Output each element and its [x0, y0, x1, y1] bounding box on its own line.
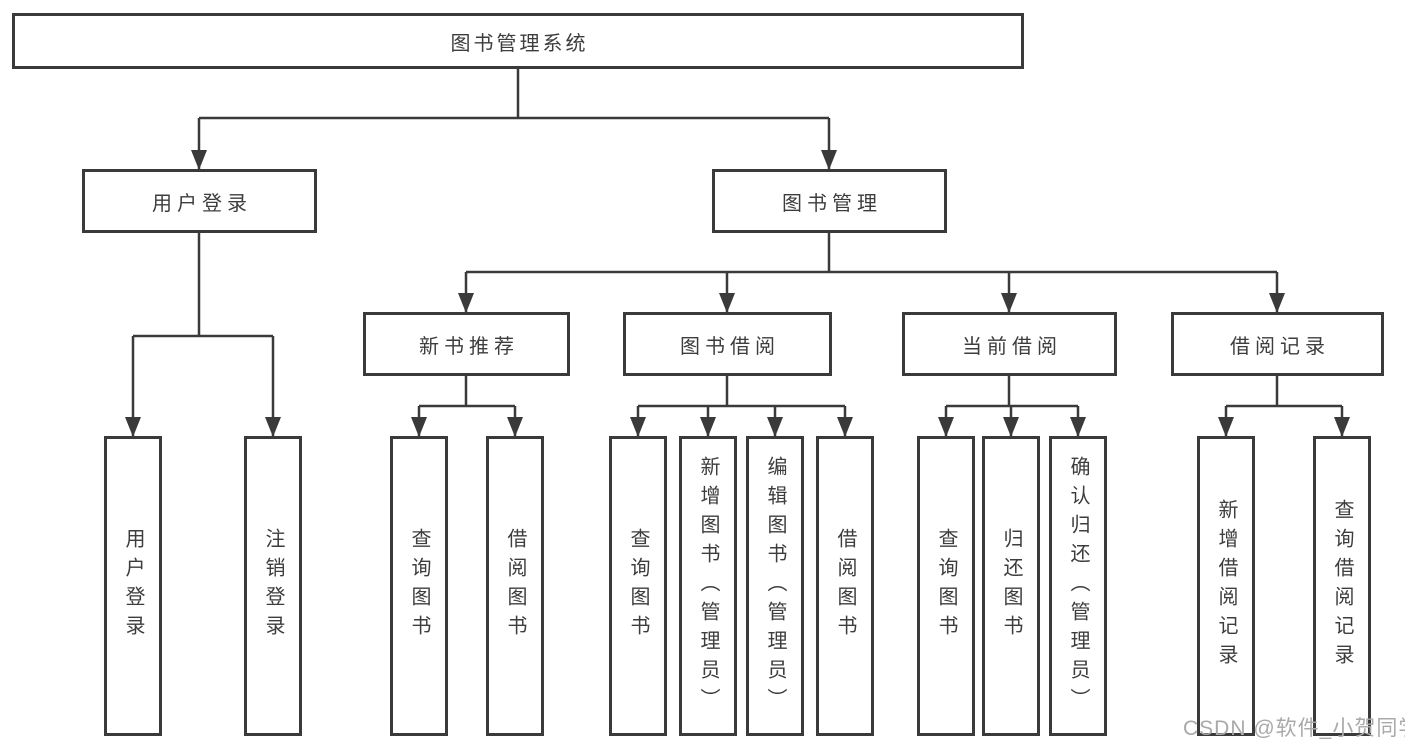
leaf-return-books: 归还图书: [982, 436, 1040, 736]
node-borrow-records-label: 借阅记录: [1230, 335, 1330, 358]
leaf-add-books-admin-label: 新增图书（管理员）: [697, 455, 719, 717]
leaf-user-login-label: 用户登录: [122, 528, 144, 644]
node-borrow-records: 借阅记录: [1171, 312, 1384, 376]
leaf-edit-books-admin-label: 编辑图书（管理员）: [764, 455, 786, 717]
leaf-add-borrow-record-label: 新增借阅记录: [1215, 499, 1237, 673]
node-current-borrow-label: 当前借阅: [962, 335, 1062, 358]
node-book-borrow: 图书借阅: [623, 312, 832, 376]
leaf-confirm-return-admin-label: 确认归还（管理员）: [1067, 455, 1089, 717]
node-current-borrow: 当前借阅: [902, 312, 1117, 376]
leaf-query-books-current-label: 查询图书: [935, 528, 957, 644]
node-book-management: 图书管理: [712, 169, 947, 233]
leaf-borrow-books: 借阅图书: [816, 436, 874, 736]
node-user-login: 用户登录: [82, 169, 317, 233]
leaf-user-login: 用户登录: [104, 436, 162, 736]
leaf-query-books-borrow: 查询图书: [609, 436, 667, 736]
leaf-borrow-books-recommend-label: 借阅图书: [504, 528, 526, 644]
node-book-management-label: 图书管理: [782, 192, 882, 215]
node-new-book-recommend-label: 新书推荐: [419, 335, 519, 358]
leaf-query-borrow-record: 查询借阅记录: [1313, 436, 1371, 736]
connector-trunks: [133, 69, 1342, 408]
leaf-edit-books-admin: 编辑图书（管理员）: [746, 436, 804, 736]
node-user-login-label: 用户登录: [152, 192, 252, 215]
leaf-query-borrow-record-label: 查询借阅记录: [1331, 499, 1353, 673]
leaf-logout: 注销登录: [244, 436, 302, 736]
node-new-book-recommend: 新书推荐: [363, 312, 570, 376]
leaf-borrow-books-recommend: 借阅图书: [486, 436, 544, 736]
leaf-add-books-admin: 新增图书（管理员）: [679, 436, 737, 736]
node-root: 图书管理系统: [12, 13, 1024, 69]
node-root-label: 图书管理系统: [450, 32, 589, 55]
leaf-confirm-return-admin: 确认归还（管理员）: [1049, 436, 1107, 736]
leaf-query-books-recommend-label: 查询图书: [408, 528, 430, 644]
csdn-watermark: CSDN @软件_小贺同学: [1183, 717, 1405, 740]
leaf-query-books-recommend: 查询图书: [390, 436, 448, 736]
leaf-logout-label: 注销登录: [262, 528, 284, 644]
leaf-query-books-current: 查询图书: [917, 436, 975, 736]
leaf-query-books-borrow-label: 查询图书: [627, 528, 649, 644]
node-book-borrow-label: 图书借阅: [680, 335, 780, 358]
leaf-add-borrow-record: 新增借阅记录: [1197, 436, 1255, 736]
leaf-borrow-books-label: 借阅图书: [834, 528, 856, 644]
leaf-return-books-label: 归还图书: [1000, 528, 1022, 644]
